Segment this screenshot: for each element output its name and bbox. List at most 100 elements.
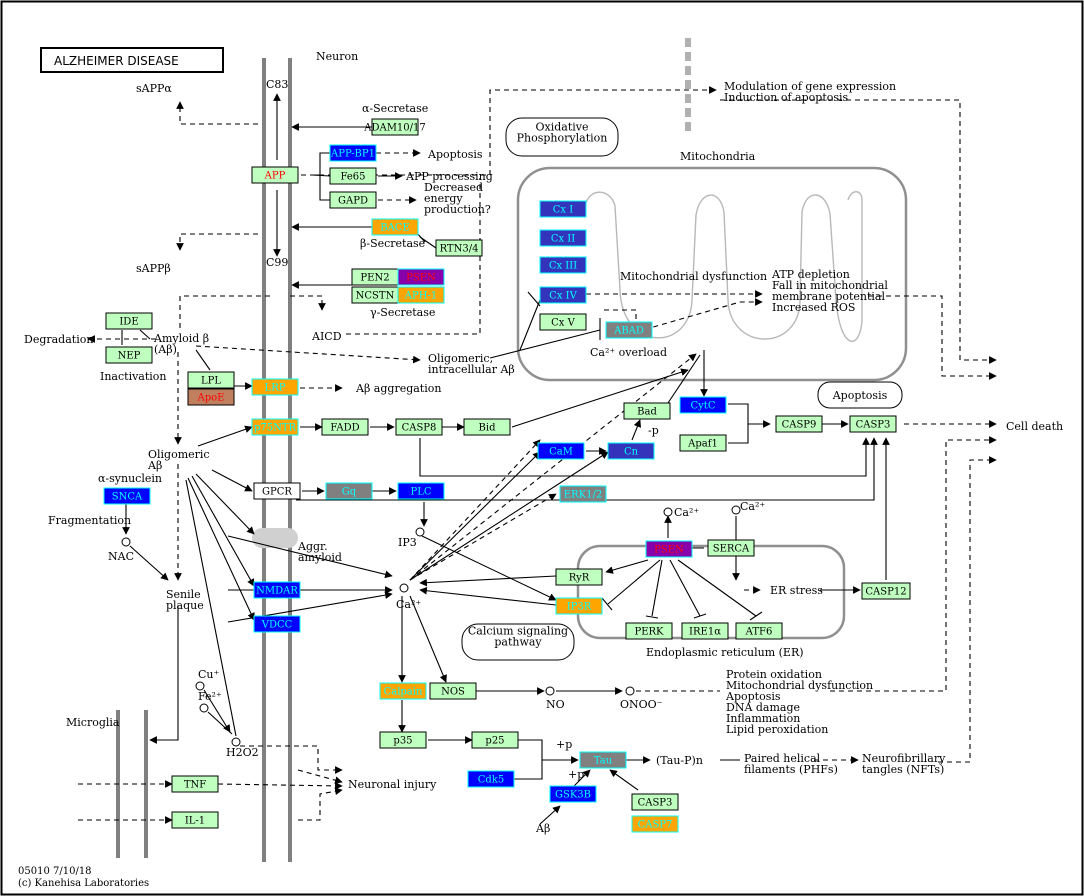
gene-cx5[interactable]: Cx V <box>539 313 587 331</box>
gene-box[interactable] <box>631 815 679 833</box>
gene-box[interactable] <box>849 415 897 433</box>
gene-calpain[interactable]: Calpain <box>379 682 427 700</box>
gene-box[interactable] <box>549 785 597 803</box>
gene-box[interactable] <box>253 615 301 633</box>
gene-box[interactable] <box>555 597 603 615</box>
gene-box[interactable] <box>105 346 153 364</box>
gene-box[interactable] <box>395 418 443 436</box>
gene-box[interactable] <box>329 167 377 185</box>
gene-box[interactable] <box>555 568 603 586</box>
gene-cx1[interactable]: Cx I <box>539 200 587 218</box>
gene-psen_er[interactable]: PSEN <box>645 540 693 558</box>
gene-box[interactable] <box>105 312 153 330</box>
gene-nmdar[interactable]: NMDAR <box>253 581 301 599</box>
gene-ire1a[interactable]: IRE1α <box>681 622 729 640</box>
gene-fe65[interactable]: Fe65 <box>329 167 377 185</box>
gene-box[interactable] <box>607 442 655 460</box>
gene-adam1017[interactable]: ADAM10/17 <box>363 118 426 136</box>
gene-box[interactable] <box>371 118 419 136</box>
gene-casp7[interactable]: CASP7 <box>631 815 679 833</box>
gene-box[interactable] <box>253 581 301 599</box>
gene-box[interactable] <box>681 622 729 640</box>
gene-snca[interactable]: SNCA <box>103 487 151 505</box>
gene-perk[interactable]: PERK <box>625 622 673 640</box>
gene-casp9[interactable]: CASP9 <box>775 415 823 433</box>
gene-gapd[interactable]: GAPD <box>329 191 377 209</box>
gene-aph1[interactable]: APH-1 <box>397 286 445 304</box>
gene-box[interactable] <box>429 682 477 700</box>
gene-cx3[interactable]: Cx III <box>539 256 587 274</box>
gene-box[interactable] <box>625 622 673 640</box>
gene-atf6[interactable]: ATF6 <box>735 622 783 640</box>
gene-box[interactable] <box>435 239 483 257</box>
gene-box[interactable] <box>171 775 219 793</box>
gene-box[interactable] <box>187 371 235 389</box>
gene-casp3b[interactable]: CASP3 <box>631 793 679 811</box>
gene-box[interactable] <box>539 313 587 331</box>
gene-box[interactable] <box>371 218 419 236</box>
gene-box[interactable] <box>251 378 299 396</box>
gene-box[interactable] <box>735 622 783 640</box>
gene-cdk5[interactable]: Cdk5 <box>467 770 515 788</box>
gene-box[interactable] <box>103 487 151 505</box>
gene-box[interactable] <box>379 731 427 749</box>
gene-bid[interactable]: Bid <box>463 418 511 436</box>
gene-cx2[interactable]: Cx II <box>539 229 587 247</box>
gene-psen_g[interactable]: PSEN <box>397 268 445 286</box>
gene-ide[interactable]: IDE <box>105 312 153 330</box>
gene-serca[interactable]: SERCA <box>707 539 755 557</box>
gene-box[interactable] <box>539 200 587 218</box>
gene-box[interactable] <box>253 482 301 500</box>
gene-box[interactable] <box>397 286 445 304</box>
gene-box[interactable] <box>539 229 587 247</box>
gene-apoe[interactable]: ApoE <box>187 388 235 406</box>
group-apoptosis[interactable] <box>817 381 903 409</box>
gene-box[interactable] <box>325 482 373 500</box>
gene-box[interactable] <box>623 402 671 420</box>
gene-box[interactable] <box>321 418 369 436</box>
gene-box[interactable] <box>467 770 515 788</box>
gene-box[interactable] <box>679 434 727 452</box>
gene-cam[interactable]: CaM <box>537 442 585 460</box>
gene-rtn34[interactable]: RTN3/4 <box>435 239 483 257</box>
gene-cn[interactable]: Cn <box>607 442 655 460</box>
gene-bace[interactable]: BACE <box>371 218 419 236</box>
gene-box[interactable] <box>251 418 299 436</box>
group-oxphos[interactable] <box>505 117 619 157</box>
gene-box[interactable] <box>539 256 587 274</box>
gene-box[interactable] <box>171 811 219 829</box>
gene-app[interactable]: APP <box>251 166 299 184</box>
gene-box[interactable] <box>707 539 755 557</box>
gene-box[interactable] <box>775 415 823 433</box>
gene-p75ntr[interactable]: p75NTR <box>251 418 299 436</box>
gene-appbp1[interactable]: APP-BP1 <box>329 144 377 162</box>
gene-box[interactable] <box>187 388 235 406</box>
gene-erk12[interactable]: ERK1/2 <box>559 485 607 503</box>
gene-bad[interactable]: Bad <box>623 402 671 420</box>
gene-apaf1[interactable]: Apaf1 <box>679 434 727 452</box>
gene-plc[interactable]: PLC <box>397 482 445 500</box>
gene-nos[interactable]: NOS <box>429 682 477 700</box>
gene-pen2[interactable]: PEN2 <box>351 268 399 286</box>
gene-box[interactable] <box>329 144 377 162</box>
gene-box[interactable] <box>251 166 299 184</box>
gene-box[interactable] <box>329 191 377 209</box>
gene-box[interactable] <box>679 396 727 414</box>
gene-box[interactable] <box>539 286 587 304</box>
gene-box[interactable] <box>397 268 445 286</box>
gene-abad[interactable]: ABAD <box>605 321 653 339</box>
gene-lpl[interactable]: LPL <box>187 371 235 389</box>
gene-casp3[interactable]: CASP3 <box>849 415 897 433</box>
gene-ncstn[interactable]: NCSTN <box>351 286 399 304</box>
gene-tnf[interactable]: TNF <box>171 775 219 793</box>
gene-box[interactable] <box>471 731 519 749</box>
gene-il1[interactable]: IL-1 <box>171 811 219 829</box>
gene-vdcc[interactable]: VDCC <box>253 615 301 633</box>
gene-box[interactable] <box>631 793 679 811</box>
gene-cytc[interactable]: CytC <box>679 396 727 414</box>
gene-casp12[interactable]: CASP12 <box>861 582 911 600</box>
gene-gsk3b[interactable]: GSK3B <box>549 785 597 803</box>
gene-gpcr[interactable]: GPCR <box>253 482 301 500</box>
gene-p25[interactable]: p25 <box>471 731 519 749</box>
gene-gq[interactable]: Gq <box>325 482 373 500</box>
